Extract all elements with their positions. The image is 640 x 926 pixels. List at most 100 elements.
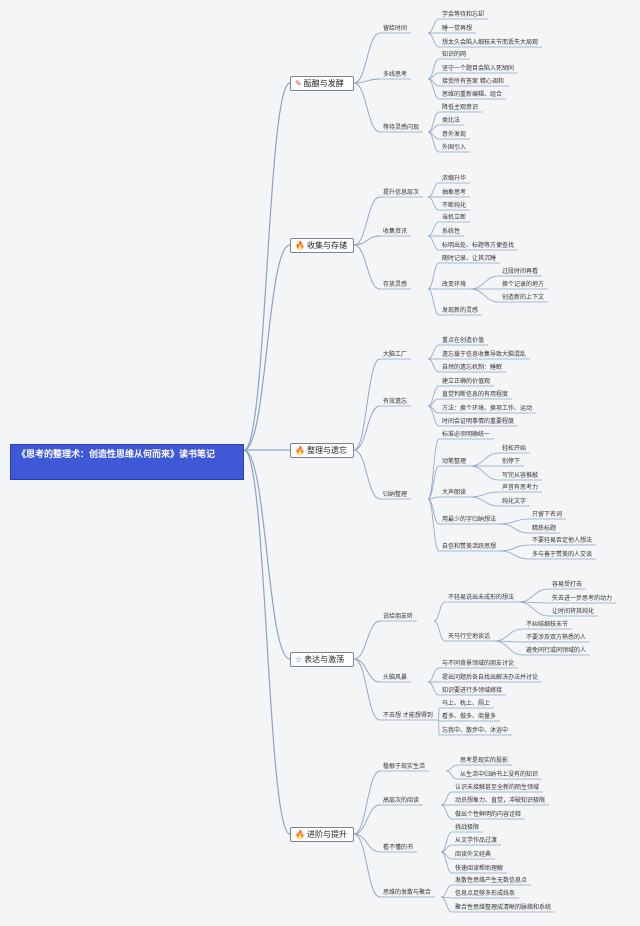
- leaf-topic[interactable]: 从生活中归纳书上没有的知识: [460, 771, 539, 778]
- branch-topic[interactable]: ☆表达与激荡: [290, 652, 354, 667]
- connector: [427, 221, 440, 237]
- leaf-topic[interactable]: 重点在创造价值: [442, 337, 485, 344]
- leaf-topic[interactable]: 用最少的字归纳想法: [442, 516, 497, 523]
- detail-topic[interactable]: 精炼标题: [532, 525, 557, 532]
- leaf-topic[interactable]: 快速阅读帮助理解: [455, 865, 504, 872]
- leaf-topic[interactable]: 从文学作品过渡: [455, 837, 498, 844]
- connector: [427, 465, 440, 500]
- branch-topic[interactable]: 🔥收集与存储: [290, 238, 354, 253]
- leaf-topic[interactable]: 接受所有答案 精心调和: [442, 78, 504, 85]
- detail-topic[interactable]: 写完从容推敲: [502, 472, 539, 479]
- detail-topic[interactable]: 让时间将其纯化: [552, 608, 595, 615]
- leaf-topic[interactable]: 降低主观意识: [442, 104, 479, 111]
- connector: [469, 452, 500, 467]
- subtopic[interactable]: 存放灵感: [383, 281, 408, 288]
- subtopic[interactable]: 归纳整理: [383, 491, 408, 498]
- detail-topic[interactable]: 失去进一步思考的动力: [552, 595, 613, 602]
- detail-topic[interactable]: 不纠结细枝末节: [526, 621, 569, 628]
- subtopic[interactable]: 思维的发散与聚合: [383, 889, 432, 896]
- detail-topic[interactable]: 只留下名词: [532, 511, 563, 518]
- leaf-topic[interactable]: 系统性: [442, 228, 461, 235]
- leaf-topic[interactable]: 动员想象力、直觉，冲破知识极限: [455, 797, 546, 804]
- leaf-topic[interactable]: 标准必须明确统一: [442, 431, 491, 438]
- detail-topic[interactable]: 过段时间再看: [502, 268, 539, 275]
- leaf-topic[interactable]: 方法：换个环境、换项工作、运动: [442, 405, 533, 412]
- leaf-topic[interactable]: 改变环境: [442, 281, 467, 288]
- leaf-topic[interactable]: 直觉判断信息的有用程度: [442, 391, 509, 398]
- leaf-topic[interactable]: 大声朗读: [442, 489, 467, 496]
- leaf-topic[interactable]: 类比法: [442, 117, 461, 124]
- leaf-topic[interactable]: 天马行空地谈话: [448, 633, 491, 640]
- subtopic[interactable]: 头脑风暴: [383, 674, 408, 681]
- leaf-topic[interactable]: 建立正确的价值观: [442, 378, 491, 385]
- detail-topic[interactable]: 多与善于赞美的人交谈: [532, 551, 593, 558]
- detail-topic[interactable]: 轻松开始: [502, 445, 527, 452]
- leaf-topic[interactable]: 学会等待和忘却: [442, 11, 485, 18]
- leaf-topic[interactable]: 聚合性思维整理成清晰的脉络和系统: [455, 904, 552, 911]
- detail-topic[interactable]: 声音有思考力: [502, 484, 539, 491]
- leaf-topic[interactable]: 当机立断: [442, 214, 467, 221]
- leaf-topic[interactable]: 浓缩升华: [442, 175, 467, 182]
- leaf-topic[interactable]: 忘我中、散步中、沐浴中: [442, 727, 509, 734]
- detail-topic[interactable]: 创造新的上下文: [502, 294, 545, 301]
- leaf-topic[interactable]: 发现新的灵感: [442, 307, 479, 314]
- leaf-topic[interactable]: 与不同背景领域的朋友讨论: [442, 660, 515, 667]
- leaf-topic[interactable]: 思维的重新编辑、组合: [442, 91, 503, 98]
- leaf-topic[interactable]: 标明出处、标题等方便查找: [442, 242, 515, 249]
- leaf-topic[interactable]: 发散性思维产生无数信息点: [455, 877, 528, 884]
- leaf-topic[interactable]: 做出个性鲜明的内容诠释: [455, 811, 522, 818]
- connector: [427, 358, 440, 373]
- leaf-topic[interactable]: 遗忘援于信息收集导致大脑混乱: [442, 351, 527, 358]
- subtopic[interactable]: 不去想 才能想得到: [383, 712, 433, 719]
- leaf-topic[interactable]: 自信和赞美活跃思想: [442, 543, 497, 550]
- leaf-topic[interactable]: 坚守一个题目会陷入死胡同: [442, 65, 515, 72]
- subtopic[interactable]: 多线思考: [383, 71, 408, 78]
- detail-topic[interactable]: 不要轻易否定他人想法: [532, 537, 593, 544]
- subtopic[interactable]: 提升信息层次: [383, 189, 420, 196]
- subtopic[interactable]: 大脑工厂: [383, 351, 408, 358]
- connector: [499, 523, 530, 534]
- connector: [427, 438, 440, 500]
- detail-topic[interactable]: 别停下: [502, 458, 521, 465]
- detail-topic[interactable]: 容易受打击: [552, 581, 583, 588]
- leaf-topic[interactable]: 看多、做多、商量多: [442, 713, 497, 720]
- leaf-topic[interactable]: 外国引入: [442, 144, 467, 151]
- leaf-topic[interactable]: 动笔整理: [442, 458, 467, 465]
- leaf-topic[interactable]: 提出问题后各自找出解决办法并讨论: [442, 674, 539, 681]
- branch-topic[interactable]: 🔥进阶与提升: [290, 827, 354, 842]
- leaf-topic[interactable]: 不轻易说出未成形的想法: [448, 594, 515, 601]
- connector: [353, 833, 381, 853]
- leaf-topic[interactable]: 马上、枕上、厕上: [442, 700, 491, 707]
- detail-topic[interactable]: 避免同行或同领域的人: [526, 647, 587, 654]
- leaf-topic[interactable]: 想太久会陷入细枝末节而丢失大局观: [442, 39, 539, 46]
- subtopic[interactable]: 高层次的阅读: [383, 797, 420, 804]
- subtopic[interactable]: 说给朋友听: [383, 613, 414, 620]
- leaf-topic[interactable]: 随时记录、让其沉睡: [442, 255, 497, 262]
- detail-topic[interactable]: 不要涉及双方熟悉的人: [526, 634, 587, 641]
- leaf-topic[interactable]: 思考是现实的投影: [460, 757, 509, 764]
- leaf-topic[interactable]: 知识要进行多领域嫁接: [442, 687, 503, 694]
- leaf-topic[interactable]: 知识的网: [442, 51, 467, 58]
- subtopic[interactable]: 收集资讯: [383, 228, 408, 235]
- leaf-topic[interactable]: 阅读外文经典: [455, 851, 492, 858]
- connector: [353, 833, 381, 898]
- leaf-topic[interactable]: 意外发现: [442, 131, 467, 138]
- leaf-topic[interactable]: 时间会证明事情的重要程度: [442, 418, 515, 425]
- leaf-topic[interactable]: 睡一觉再想: [442, 25, 473, 32]
- leaf-topic[interactable]: 信息点足够多形成线条: [455, 890, 516, 897]
- subtopic[interactable]: 留给时间: [383, 25, 408, 32]
- leaf-topic[interactable]: 抽象思考: [442, 189, 467, 196]
- leaf-topic[interactable]: 认识未接触甚至全新的陌生领域: [455, 784, 540, 791]
- detail-topic[interactable]: 纯化文字: [502, 498, 527, 505]
- detail-topic[interactable]: 换个记录的地方: [502, 281, 545, 288]
- subtopic[interactable]: 植根于现实生活: [383, 763, 426, 770]
- leaf-topic[interactable]: 挑战极限: [455, 824, 480, 831]
- branch-topic[interactable]: 🔥整理与遗忘: [290, 443, 354, 458]
- branch-topic[interactable]: ✎酝酿与发酵: [290, 76, 354, 91]
- leaf-topic[interactable]: 不断纯化: [442, 202, 467, 209]
- subtopic[interactable]: 看不懂的书: [383, 844, 414, 851]
- leaf-topic[interactable]: 自然的遗忘机制：睡眠: [442, 364, 503, 371]
- subtopic[interactable]: 等待灵感闪现: [383, 124, 420, 131]
- subtopic[interactable]: 有效遗忘: [383, 398, 408, 405]
- root-topic[interactable]: 《思考的整理术：创造性思维从何而来》读书笔记: [10, 444, 244, 480]
